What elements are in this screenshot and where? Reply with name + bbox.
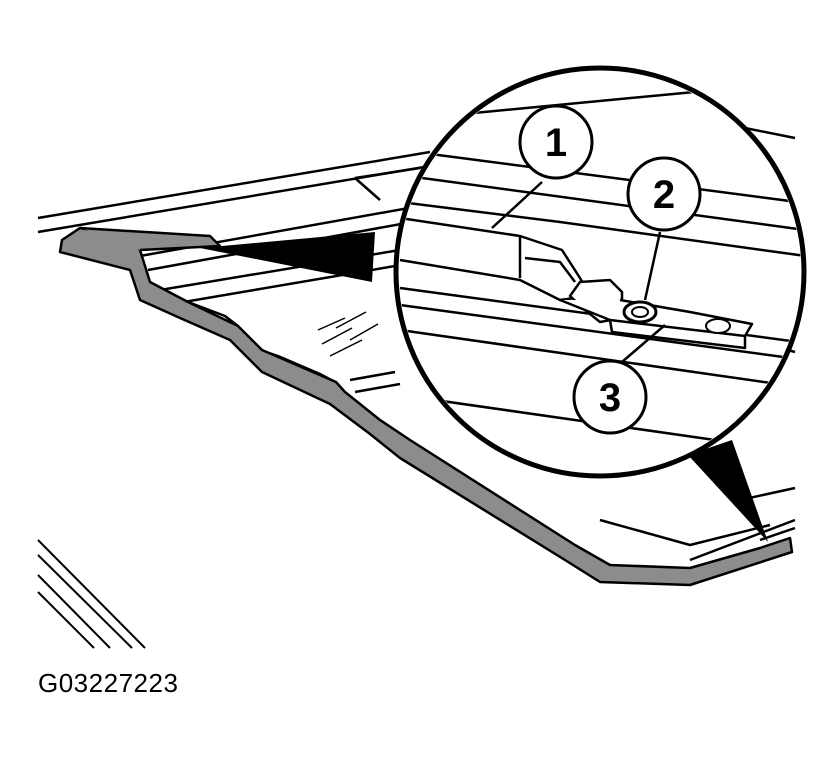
callout-1: 1 — [518, 104, 594, 180]
callout-2: 2 — [626, 156, 702, 232]
callout-1-label: 1 — [545, 121, 567, 165]
body-lines — [37, 539, 146, 649]
magnifier-leaders — [200, 232, 768, 542]
callout-3: 3 — [572, 359, 648, 435]
figure-reference-id: G03227223 — [38, 668, 179, 698]
callout-3-label: 3 — [599, 376, 621, 420]
detail-magnifier — [393, 65, 807, 479]
gasket-seal — [58, 226, 794, 587]
callout-2-label: 2 — [653, 173, 675, 217]
callout-leaders — [491, 181, 666, 369]
